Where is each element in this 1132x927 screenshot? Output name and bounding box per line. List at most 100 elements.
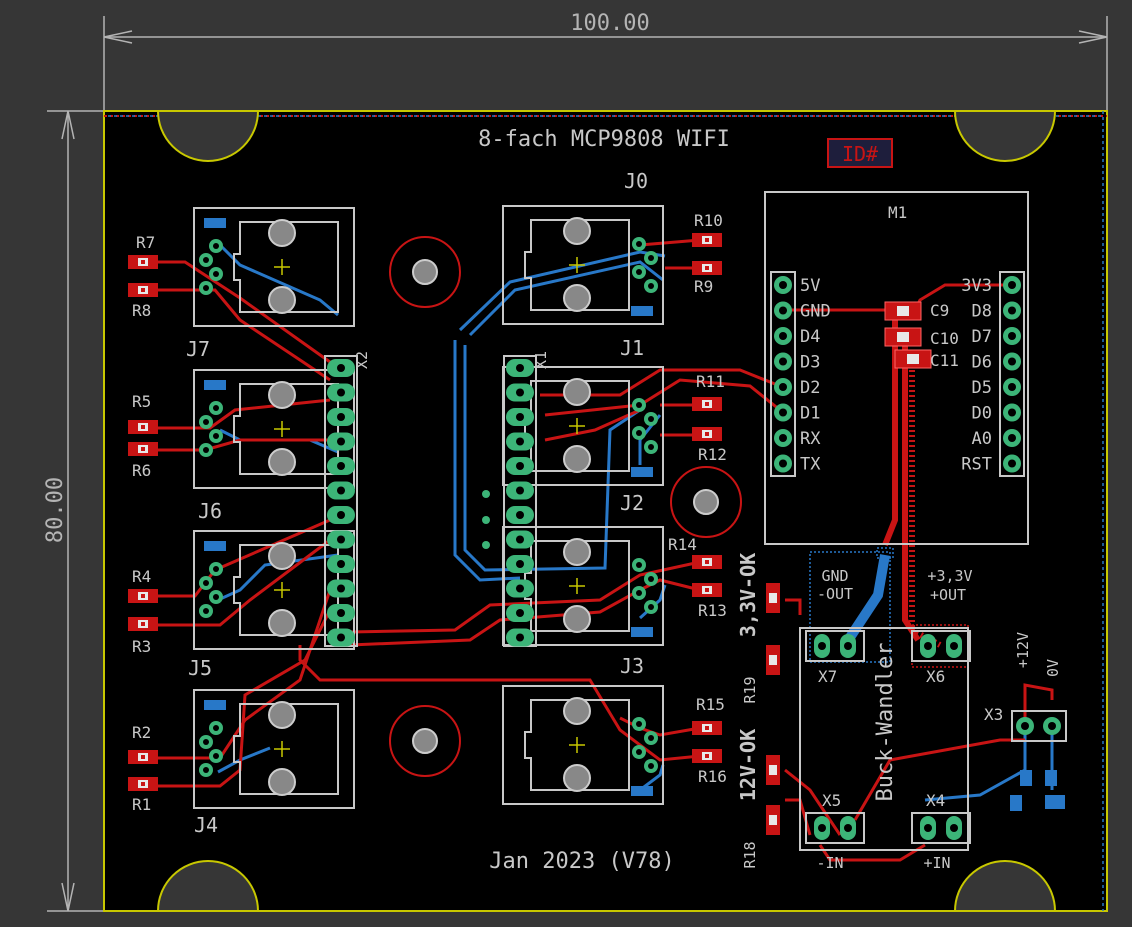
m1-pin-right: D5 [972,378,1021,398]
board-title: 8-fach MCP9808 WIFI [478,127,730,152]
resistor-r13 [692,583,722,597]
m1-pin-label-right: 3V3 [961,276,992,296]
resistor-r11 [692,397,722,411]
resistor-r18 [766,805,780,835]
mounting-hole-1 [389,236,461,308]
ref-r3: R3 [132,637,151,656]
ref-r10: R10 [694,211,723,230]
dimension-height [47,110,104,912]
ref-j2: J2 [620,491,644,515]
header-x7 [805,630,865,662]
ref-r13: R13 [698,601,727,620]
ref-r4: R4 [132,567,151,586]
m1-pin-right: D8 [972,301,1021,322]
ref-c9: C9 [930,301,949,320]
jack-j0 [502,205,664,325]
buck-converter-label: Buck-Wandler [873,643,898,802]
x3-smd-pad-4 [1045,795,1065,809]
ref-r9: R9 [694,277,713,296]
m1-pin-label-right: D5 [972,378,992,398]
vias [482,490,490,549]
m1-pin-label-right: D0 [972,404,992,424]
small-headers [805,630,971,844]
dimension-width-label: 100.00 [570,11,649,36]
mounting-cutout-top-left [156,110,260,162]
ref-j7: J7 [186,337,210,361]
resistor-r5 [128,420,158,434]
resistor-r19 [766,645,780,675]
resistor-r6 [128,442,158,456]
resistor-r10 [692,233,722,247]
m1-pin-left: RX [774,429,821,449]
gnd-out-label-2: -OUT [817,585,853,603]
m1-pin-right: D7 [972,327,1021,347]
ref-r16: R16 [698,767,727,786]
m1-pin-label-right: A0 [972,429,992,449]
m1-pin-right: D6 [972,352,1021,373]
resistor-r3 [128,617,158,631]
in-minus-label: -IN [816,854,843,872]
ref-c11: C11 [930,351,959,370]
mounting-cutout-top-right [953,110,1057,162]
mounting-cutout-bottom-left [156,860,260,912]
gnd-via-keepout [876,547,894,559]
mounting-hole-3 [670,466,742,538]
dimension-width [103,16,1108,110]
m1-pin-label-left: TX [800,455,821,475]
header-x4 [911,812,971,844]
ref-x6: X6 [926,667,945,686]
ref-r6: R6 [132,461,151,480]
dimension-height-label: 80.00 [43,477,68,543]
led-3v3 [766,583,780,613]
x3-terminal [1011,710,1067,742]
jack-footprints [193,205,664,809]
resistor-r1 [128,777,158,791]
m1-pin-right: 3V3 [961,276,1021,296]
ref-x1: X1 [532,351,550,369]
m1-pin-label-right: RST [961,455,992,475]
id-box-label: ID# [842,142,878,166]
header-x2 [324,355,358,647]
m1-pin-label-left: D3 [800,353,820,373]
resistor-r16 [692,749,722,763]
jack-j5 [193,530,355,650]
capacitor-c11 [894,349,932,369]
jack-j4 [193,689,355,809]
resistor-r8 [128,283,158,297]
mounting-cutouts [156,110,1057,912]
ref-r11: R11 [696,372,725,391]
id-box [827,138,893,168]
m1-pin-left: D2 [774,378,820,398]
ref-c10: C10 [930,329,959,348]
ref-x4: X4 [926,791,945,810]
x3-0v-label: 0V [1044,659,1062,677]
mounting-hole-2 [389,705,461,777]
ref-m1: M1 [888,203,907,222]
jack-j2 [502,526,664,646]
capacitor-c10 [884,327,922,347]
m1-pin-label-left: 5V [800,276,820,296]
ref-x3: X3 [984,705,1003,724]
ref-r2: R2 [132,723,151,742]
m1-pin-right: RST [961,454,1021,475]
ref-x2: X2 [353,351,371,369]
x3-smd-pad-3 [1010,795,1022,811]
v33-out-label-2: +OUT [930,586,966,604]
ref-x5: X5 [822,791,841,810]
m1-pin-label-left: RX [800,429,821,449]
m1-pin-left: D3 [774,352,820,373]
m1-pin-right: A0 [972,429,1021,449]
m1-pin-label-left: D1 [800,404,820,424]
resistor-r7 [128,255,158,269]
m1-pin-left: D1 [774,403,820,424]
ref-r1: R1 [132,795,151,814]
mounting-cutout-bottom-right [953,860,1057,912]
smd-components [128,233,932,835]
jack-j7 [193,207,355,327]
resistor-r9 [692,261,722,275]
ref-j6: J6 [198,499,222,523]
ref-j1: J1 [620,336,644,360]
